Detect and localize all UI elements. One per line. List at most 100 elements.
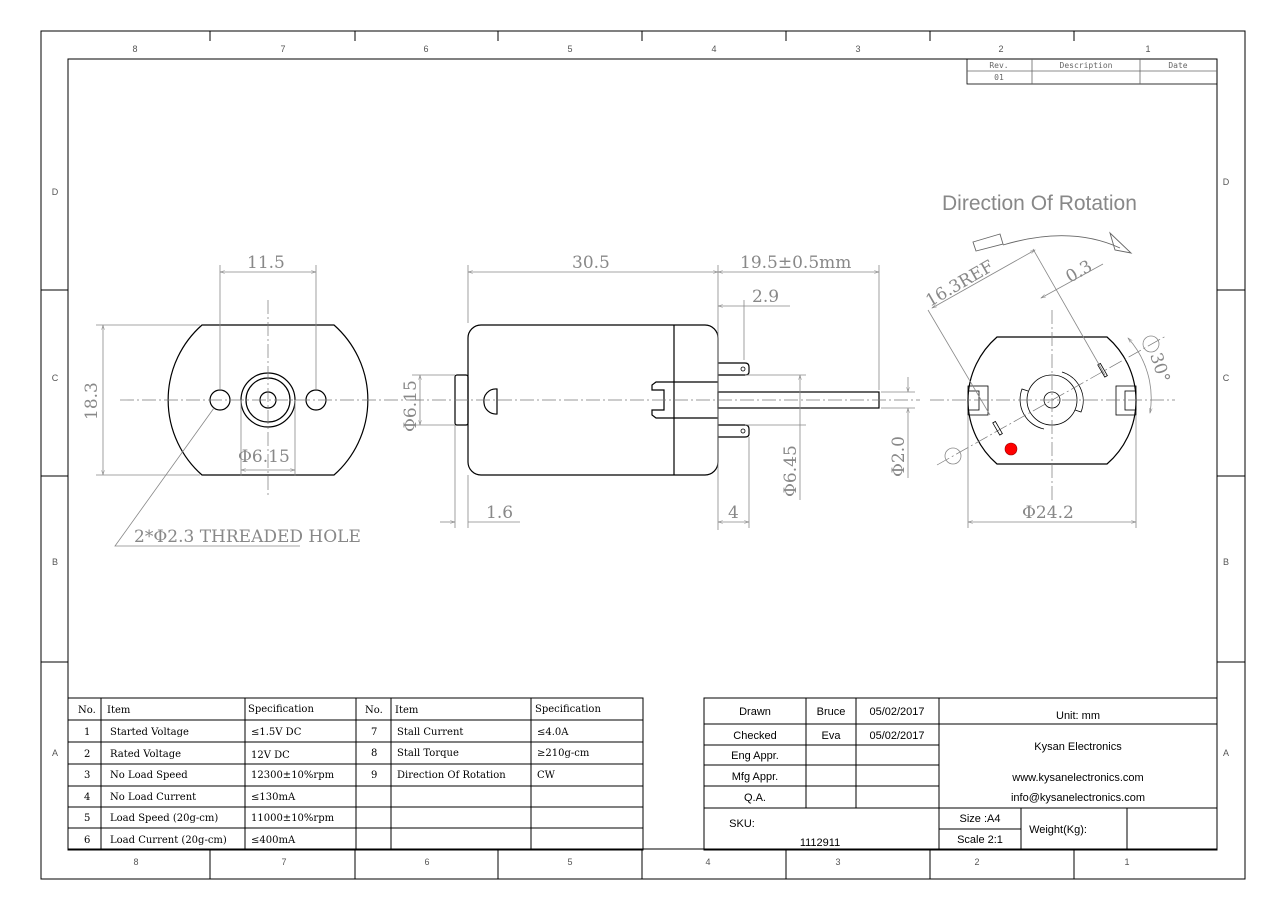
table-row: 3 No Load Speed 12300±10%rpm xyxy=(84,770,335,781)
polarity-dot xyxy=(1004,442,1018,456)
zone-label: B xyxy=(52,557,58,567)
zone-labels-bottom: 8 7 6 5 4 3 2 1 xyxy=(133,857,1129,867)
checked-by: Eva xyxy=(822,730,842,742)
dim-diameter: Φ24.2 xyxy=(1022,503,1074,523)
zone-label: 2 xyxy=(974,857,979,867)
rev-value: 01 xyxy=(994,73,1004,82)
zone-label: 2 xyxy=(998,44,1003,54)
dim-shaft-length: 19.5±0.5mm xyxy=(740,253,851,273)
dim-front-length: 4 xyxy=(728,503,739,523)
dim-terminal-offset: 2.9 xyxy=(752,287,779,307)
rotation-arrow-icon xyxy=(972,231,1133,254)
company-email: info@kysanelectronics.com xyxy=(1011,792,1145,804)
sku-label: SKU: xyxy=(729,818,755,830)
date-header: Date xyxy=(1168,61,1187,70)
checked-date: 05/02/2017 xyxy=(869,730,924,742)
row-spec: ≤1.5V DC xyxy=(251,727,302,738)
row-spec: ≤130mA xyxy=(251,792,296,803)
drawn-date: 05/02/2017 xyxy=(869,706,924,718)
zone-label: 5 xyxy=(567,44,572,54)
company-name: Kysan Electronics xyxy=(1034,741,1122,753)
zone-label: 3 xyxy=(855,44,860,54)
checked-label: Checked xyxy=(733,730,776,742)
dim-rear-boss-dia: Φ6.15 xyxy=(401,380,421,432)
row-item: Stall Current xyxy=(397,727,463,738)
zone-label: 3 xyxy=(835,857,840,867)
outer-border xyxy=(40,30,1246,880)
zone-label: 1 xyxy=(1145,44,1150,54)
row-item: Stall Torque xyxy=(397,748,459,759)
sku-value: 1112911 xyxy=(800,837,840,849)
zone-label: B xyxy=(1223,557,1229,567)
qa-label: Q.A. xyxy=(744,792,766,804)
hole-note: 2*Φ2.3 THREADED HOLE xyxy=(134,527,361,547)
spec-table: No. Item Specification No. Item Specific… xyxy=(67,697,644,851)
table-row: 5 Load Speed (20g-cm) 11000±10%rpm xyxy=(84,813,335,824)
zone-label: 7 xyxy=(281,857,286,867)
row-no: 2 xyxy=(84,749,90,760)
row-no: 3 xyxy=(84,770,90,781)
zone-label: A xyxy=(1223,748,1229,758)
zone-label: 5 xyxy=(567,857,572,867)
eng-appr-label: Eng Appr. xyxy=(731,750,779,762)
zone-ticks xyxy=(41,31,1245,879)
zone-label: 8 xyxy=(133,857,138,867)
dim-boss-length: 1.6 xyxy=(486,503,513,523)
front-view: 11.5 18.3 Φ6.15 2*Φ2.3 THREADED HOLE xyxy=(82,253,420,547)
weight-label: Weight(Kg): xyxy=(1029,824,1087,836)
title-block: Drawn Bruce 05/02/2017 Checked Eva 05/02… xyxy=(703,697,1218,851)
company-website: www.kysanelectronics.com xyxy=(1011,772,1143,784)
drawn-label: Drawn xyxy=(739,706,771,718)
table-row: 8 Stall Torque ≥210g-cm xyxy=(371,748,590,759)
dim-shaft-dia: Φ2.0 xyxy=(889,436,909,477)
zone-label: D xyxy=(52,187,59,197)
zone-label: 4 xyxy=(711,44,716,54)
row-item: Load Current (20g-cm) xyxy=(110,835,227,846)
revision-table: Rev. Description Date 01 xyxy=(966,58,1218,85)
zone-label: 1 xyxy=(1124,857,1129,867)
row-spec: CW xyxy=(537,770,556,781)
size-label: Size :A4 xyxy=(960,813,1001,825)
row-item: Load Speed (20g-cm) xyxy=(110,813,218,824)
zone-labels-top: 8 7 6 5 4 3 2 1 xyxy=(132,44,1150,54)
dim-ref: 16.3REF xyxy=(923,256,998,311)
table-row: 9 Direction Of Rotation CW xyxy=(371,770,556,781)
row-item: Started Voltage xyxy=(110,727,189,738)
row-item: Rated Voltage xyxy=(110,749,181,760)
unit-label: Unit: mm xyxy=(1056,710,1100,722)
zone-label: C xyxy=(52,373,59,383)
rev-header: Rev. xyxy=(989,61,1008,70)
row-spec: 12V DC xyxy=(251,750,290,761)
table-row: 2 Rated Voltage 12V DC xyxy=(84,749,290,761)
drawn-by: Bruce xyxy=(817,706,846,718)
zone-label: 6 xyxy=(424,857,429,867)
row-item: No Load Speed xyxy=(110,770,188,781)
zone-label: 6 xyxy=(423,44,428,54)
mfg-appr-label: Mfg Appr. xyxy=(732,771,778,783)
table-row: 1 Started Voltage ≤1.5V DC xyxy=(84,727,302,738)
table-row: 6 Load Current (20g-cm) ≤400mA xyxy=(84,835,296,846)
dim-height: 18.3 xyxy=(82,382,102,420)
row-spec: ≤4.0A xyxy=(537,727,569,738)
row-no: 5 xyxy=(84,813,90,824)
zone-label: A xyxy=(52,748,58,758)
zone-label: 4 xyxy=(705,857,710,867)
row-no: 4 xyxy=(84,792,90,803)
dim-gap: 0.3 xyxy=(1063,256,1096,287)
row-spec: 12300±10%rpm xyxy=(251,770,335,781)
rotation-title: Direction Of Rotation xyxy=(942,192,1137,215)
row-no: 6 xyxy=(84,835,90,846)
side-view: 30.5 19.5±0.5mm 2.9 Φ6.15 1.6 4 Φ6.45 Φ2… xyxy=(401,253,920,530)
dim-body-length: 30.5 xyxy=(572,253,610,273)
zone-label: 8 xyxy=(132,44,137,54)
row-no: 7 xyxy=(371,727,377,738)
scale-label: Scale 2:1 xyxy=(957,834,1003,846)
header-item: Item xyxy=(395,705,419,716)
row-spec: ≤400mA xyxy=(251,835,296,846)
row-item: No Load Current xyxy=(110,792,196,803)
dim-front-boss-dia: Φ6.45 xyxy=(781,445,801,497)
zone-label: C xyxy=(1223,373,1230,383)
header-no: No. xyxy=(365,705,383,716)
row-spec: ≥210g-cm xyxy=(537,748,590,759)
